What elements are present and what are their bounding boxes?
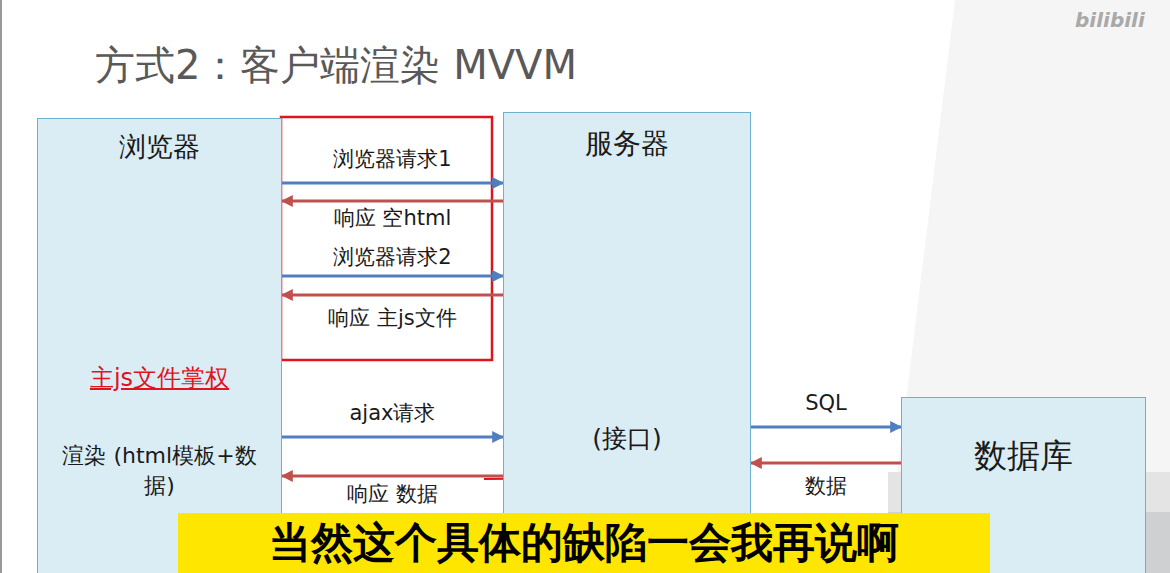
flow-arrow — [751, 426, 901, 429]
slide-edge — [0, 0, 2, 573]
flow-arrow — [282, 436, 503, 439]
flow-arrow — [282, 200, 503, 203]
browser-box: 浏览器主js文件掌权渲染 (html模板+数据) — [37, 118, 282, 573]
arrow-label: ajax请求 — [350, 401, 436, 426]
server-box: 服务器 (接口) — [503, 112, 751, 573]
box-heading: 服务器 — [504, 125, 750, 163]
flow-arrow — [282, 275, 503, 278]
box-heading: 浏览器 — [38, 129, 281, 165]
arrow-label: 响应 数据 — [347, 482, 438, 507]
highlight-note: 主js文件掌权 — [38, 362, 281, 394]
arrow-label: 数据 — [805, 474, 847, 499]
video-subtitle: 当然这个具体的缺陷一会我再说啊 — [178, 513, 990, 573]
arrow-label: 浏览器请求2 — [333, 245, 451, 270]
box-body: (接口) — [504, 422, 750, 456]
slide-title: 方式2：客户端渲染 MVVM — [95, 38, 577, 93]
arrow-label: 浏览器请求1 — [333, 147, 451, 172]
flow-arrow — [751, 462, 901, 465]
highlight-frame — [281, 117, 492, 360]
arrow-label: SQL — [805, 391, 847, 416]
flow-arrow — [282, 182, 503, 185]
arrow-label: 响应 空html — [334, 206, 452, 231]
flow-arrow — [282, 294, 503, 297]
flow-arrow — [282, 475, 503, 478]
box-heading: 数据库 — [902, 434, 1145, 479]
watermark: bilibili — [1075, 8, 1145, 32]
arrow-label: 响应 主js文件 — [328, 306, 456, 331]
box-body: 渲染 (html模板+数据) — [60, 441, 260, 500]
